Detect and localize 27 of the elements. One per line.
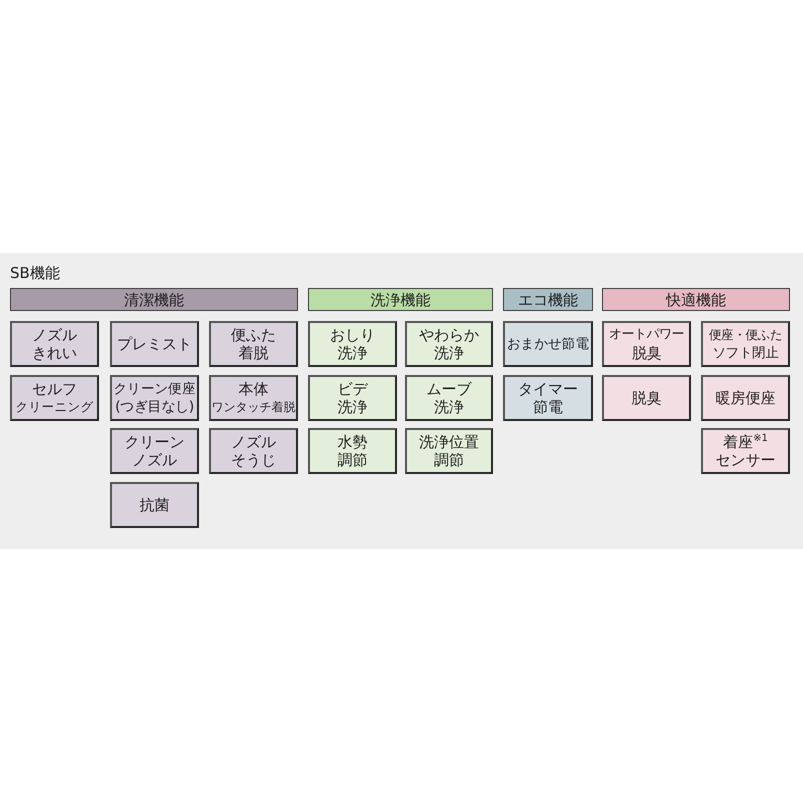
category-header: 快適機能 bbox=[602, 288, 790, 311]
feature-box: 暖房便座 bbox=[701, 375, 790, 421]
feature-box: ムーブ洗浄 bbox=[405, 375, 493, 421]
feature-box: 本体ワンタッチ着脱 bbox=[209, 375, 298, 421]
feature-box: やわらか洗浄 bbox=[405, 321, 493, 367]
feature-box: 便ふた着脱 bbox=[209, 321, 298, 367]
feature-box: おまかせ節電 bbox=[503, 321, 593, 367]
feature-box: クリーンノズル bbox=[110, 428, 199, 474]
category-header: エコ機能 bbox=[503, 288, 593, 311]
feature-box: 脱臭 bbox=[602, 375, 691, 421]
category-header: 洗浄機能 bbox=[308, 288, 493, 311]
feature-box: プレミスト bbox=[110, 321, 199, 367]
feature-box: ビデ洗浄 bbox=[308, 375, 397, 421]
feature-box: クリーン便座(つぎ目なし) bbox=[110, 375, 199, 421]
feature-box: セルフクリーニング bbox=[10, 375, 99, 421]
feature-box: 抗菌 bbox=[110, 482, 199, 528]
feature-box: 着座$^{※1}$センサー bbox=[701, 428, 790, 474]
section-title: SB機能 bbox=[10, 263, 60, 283]
feature-box: ノズルそうじ bbox=[209, 428, 298, 474]
feature-box: 洗浄位置調節 bbox=[405, 428, 493, 474]
category-header: 清潔機能 bbox=[10, 288, 298, 311]
feature-box: 便座・便ふたソフト閉止 bbox=[701, 321, 790, 367]
feature-box: ノズルきれい bbox=[10, 321, 99, 367]
feature-box: オートパワー脱臭 bbox=[602, 321, 691, 367]
feature-box: 水勢調節 bbox=[308, 428, 397, 474]
feature-box: タイマー節電 bbox=[503, 375, 593, 421]
feature-box: おしり洗浄 bbox=[308, 321, 397, 367]
